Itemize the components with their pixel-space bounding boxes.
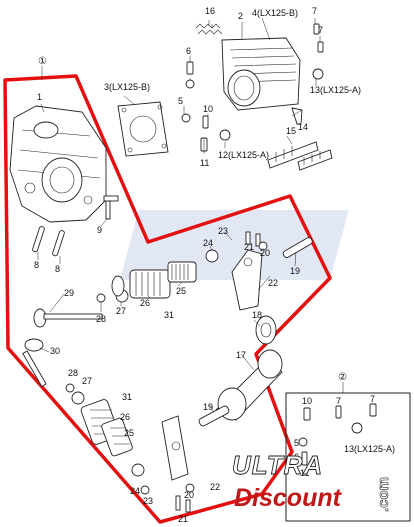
watermark-discount: Discount — [234, 484, 343, 512]
callout-24b: 24 — [130, 486, 140, 496]
sprocket-18 — [255, 315, 277, 345]
group-marker-2: ② — [338, 372, 347, 383]
callout-30: 30 — [50, 346, 60, 356]
inset-callout-10: 10 — [302, 396, 312, 406]
inset-callout-6: 6 — [294, 452, 299, 462]
callout-31a: 31 — [164, 310, 174, 320]
pin-19-upper — [282, 237, 313, 258]
cylinder-part — [221, 37, 301, 111]
cylinder-head — [9, 105, 107, 223]
callout-26b: 26 — [120, 412, 130, 422]
callout-9: 9 — [97, 225, 102, 235]
callout-23b: 23 — [143, 496, 153, 506]
callout-4: 4(LX125-B) — [252, 8, 298, 18]
callout-28b: 28 — [68, 368, 78, 378]
group-marker-1: ① — [38, 56, 47, 67]
group-2-box — [285, 392, 411, 522]
group-1-outline — [3, 74, 332, 524]
inset-parts — [298, 403, 377, 466]
brand-watermark: ULTRA Discount .com — [232, 450, 393, 513]
inset-callouts: 10 7 7 5 6 11 13(LX125-A) — [294, 394, 395, 478]
spring-set-lower — [80, 399, 145, 477]
inset-callout-11: 11 — [300, 468, 309, 478]
callout-13: 13(LX125-A) — [310, 85, 361, 95]
watermark-tld: .com — [375, 477, 392, 512]
inset-callout-5: 5 — [294, 438, 299, 448]
callouts: 16 2 4(LX125-B) 7 7 6 5 3(LX125-B) 1 10 … — [34, 6, 361, 524]
seal-28-lower — [65, 383, 85, 405]
callout-8a: 8 — [34, 260, 39, 270]
callout-11: 11 — [200, 158, 209, 168]
callout-26a: 26 — [140, 298, 150, 308]
callout-20a: 20 — [260, 248, 270, 258]
rocker-arm-lower — [140, 415, 195, 513]
inset-callout-7a: 7 — [336, 396, 341, 406]
callout-7b: 7 — [318, 25, 323, 35]
rocker-arm-upper — [205, 231, 268, 311]
callout-25b: 25 — [124, 428, 134, 438]
callout-29: 29 — [64, 288, 74, 298]
inset-callout-13: 13(LX125-A) — [344, 444, 395, 454]
callout-23a: 23 — [218, 226, 228, 236]
dowel-pins-8 — [32, 226, 65, 257]
spring-16 — [195, 23, 223, 35]
callout-21b: 21 — [178, 514, 188, 524]
callout-5a: 5 — [178, 96, 183, 106]
callout-27a: 27 — [116, 306, 126, 316]
callout-6a: 6 — [186, 46, 191, 56]
callout-2: 2 — [238, 11, 243, 21]
callout-20b: 20 — [184, 490, 194, 500]
callout-31b: 31 — [122, 392, 132, 402]
guides-15 — [267, 141, 333, 171]
cylinder-gasket — [117, 101, 169, 157]
callout-27b: 27 — [82, 376, 92, 386]
callout-24a: 24 — [203, 238, 213, 248]
callout-25a: 25 — [176, 286, 186, 296]
callout-8b: 8 — [55, 264, 60, 274]
callout-15: 15 — [286, 126, 296, 136]
watermark-ultra: ULTRA — [232, 450, 323, 480]
stud-9 — [103, 195, 119, 220]
spring-set-upper — [111, 261, 197, 299]
callout-14: 14 — [298, 122, 308, 132]
callout-21a: 21 — [244, 242, 254, 252]
callout-12: 12(LX125-A) — [218, 150, 269, 160]
valve-30 — [22, 338, 47, 388]
valve-29 — [33, 308, 103, 328]
callout-16: 16 — [205, 6, 215, 16]
callout-19b: 19 — [203, 402, 213, 412]
callout-22b: 22 — [210, 482, 220, 492]
callout-3: 3(LX125-B) — [104, 82, 150, 92]
callout-1: 1 — [37, 92, 42, 102]
callout-19a: 19 — [290, 266, 300, 276]
pin-19-lower — [198, 405, 230, 427]
callout-7a: 7 — [312, 6, 317, 16]
inset-callout-7b: 7 — [370, 394, 375, 404]
callout-10: 10 — [203, 104, 213, 114]
leader-lines — [37, 17, 321, 413]
callout-17: 17 — [236, 350, 246, 360]
callout-22a: 22 — [268, 278, 278, 288]
callout-18: 18 — [252, 310, 262, 320]
callout-28a: 28 — [96, 314, 106, 324]
